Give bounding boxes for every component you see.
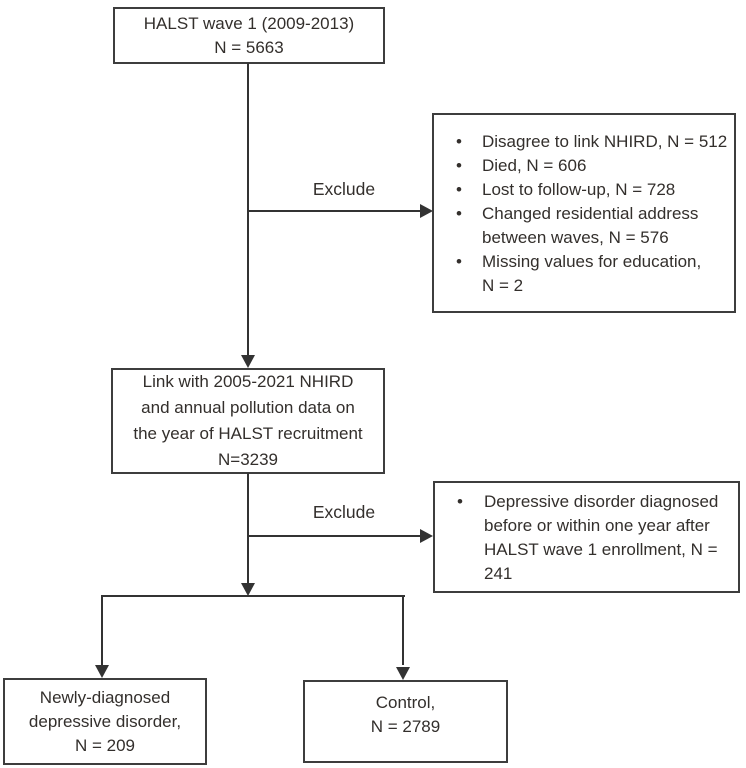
- label-exclude-1: Exclude: [312, 179, 376, 199]
- arrowhead-exclude-1: [420, 204, 433, 218]
- connector-exclude-2: [247, 535, 422, 537]
- connector-halst-to-link: [247, 63, 249, 356]
- exclusions-wave1-list: Disagree to link NHIRD, N = 512 Died, N …: [434, 130, 734, 298]
- exclusion-item-text: Lost to follow-up, N = 728: [482, 180, 676, 199]
- arrowhead-into-control: [396, 667, 410, 680]
- control-n: N = 2789: [370, 717, 441, 736]
- box-newly-diagnosed: Newly-diagnosed depressive disorder, N =…: [3, 678, 207, 765]
- halst-wave1-title: HALST wave 1 (2009-2013): [143, 13, 355, 33]
- exclusion-depressive-list: Depressive disorder diagnosed before or …: [435, 490, 738, 586]
- box-exclusions-wave1: Disagree to link NHIRD, N = 512 Died, N …: [432, 113, 736, 313]
- exclusion-item-text: Died, N = 606: [482, 156, 587, 175]
- arrowhead-into-link-box: [241, 355, 255, 368]
- exclusion-item-depressive-diagnosed: Depressive disorder diagnosed before or …: [435, 490, 738, 586]
- link-nhird-line: and annual pollution data on: [141, 398, 355, 417]
- link-nhird-line: the year of HALST recruitment: [133, 424, 363, 443]
- exclusion-item-missing-education: Missing values for education, N = 2: [434, 250, 734, 298]
- arrowhead-into-newly-diagnosed: [95, 665, 109, 678]
- box-halst-wave1: HALST wave 1 (2009-2013) N = 5663: [113, 7, 385, 64]
- connector-exclude-1: [247, 210, 422, 212]
- connector-split-bar: [101, 595, 405, 597]
- exclusion-item-text: before or within one year after: [484, 516, 710, 535]
- newly-diagnosed-n: N = 209: [74, 735, 135, 755]
- box-link-nhird: Link with 2005-2021 NHIRD and annual pol…: [111, 368, 385, 474]
- exclusion-item-text: Changed residential address: [482, 204, 699, 223]
- exclusion-item-text: Disagree to link NHIRD, N = 512: [482, 132, 728, 151]
- link-nhird-n: N=3239: [217, 450, 279, 469]
- exclusion-item-text: N = 2: [482, 276, 524, 295]
- link-nhird-line: Link with 2005-2021 NHIRD: [142, 372, 354, 391]
- exclusion-item-nhird-link: Disagree to link NHIRD, N = 512: [434, 130, 734, 154]
- exclusion-item-text: HALST wave 1 enrollment, N =: [484, 540, 718, 559]
- connector-branch-left: [101, 595, 103, 665]
- exclusion-item-died: Died, N = 606: [434, 154, 734, 178]
- exclusion-item-text: 241: [484, 564, 513, 583]
- exclusion-item-lost-followup: Lost to follow-up, N = 728: [434, 178, 734, 202]
- box-control: Control, N = 2789: [303, 680, 508, 763]
- exclusion-item-text: Depressive disorder diagnosed: [484, 492, 719, 511]
- box-exclusion-depressive: Depressive disorder diagnosed before or …: [433, 481, 740, 593]
- exclusion-item-changed-address: Changed residential address between wave…: [434, 202, 734, 250]
- connector-link-to-split: [247, 473, 249, 583]
- exclusion-item-text: Missing values for education,: [482, 252, 702, 271]
- control-title: Control,: [375, 693, 436, 712]
- newly-diagnosed-line: Newly-diagnosed: [39, 687, 171, 707]
- arrowhead-exclude-2: [420, 529, 433, 543]
- halst-wave1-n: N = 5663: [214, 37, 284, 57]
- newly-diagnosed-line: depressive disorder,: [28, 711, 182, 731]
- label-exclude-2: Exclude: [312, 502, 376, 522]
- exclusion-item-text: between waves, N = 576: [482, 228, 669, 247]
- connector-branch-right: [402, 595, 404, 665]
- arrowhead-into-split: [241, 583, 255, 596]
